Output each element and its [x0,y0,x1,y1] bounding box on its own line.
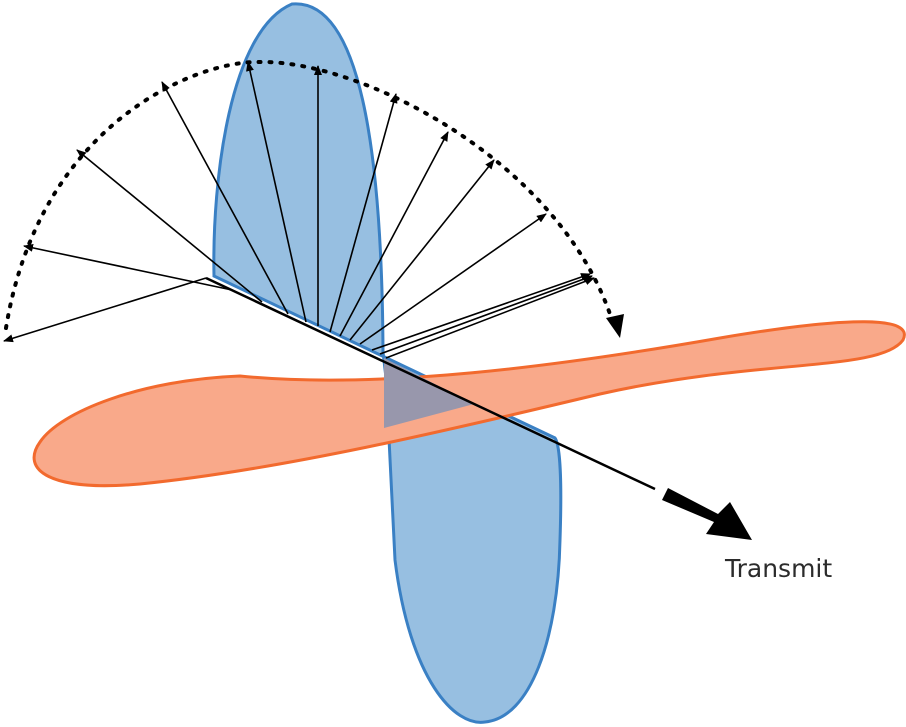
polarization-vector [246,61,307,323]
polarization-vector [379,275,593,355]
polarization-vector [339,131,449,337]
propagation-axis [205,276,656,491]
rotation-arc [4,59,614,330]
plane-overlap-region [384,358,474,428]
polarization-vectors [3,61,595,359]
transmit-label: Transmit [724,554,832,583]
polarization-vector [349,159,495,341]
polarization-vector [329,93,398,333]
polarization-vector [359,213,547,345]
polarization-vector [371,273,591,351]
rotation-arc-arrowhead [606,314,624,338]
polarization-vector [76,149,263,303]
polarization-vector [3,277,207,343]
polarization-vector [23,243,233,291]
polarization-vector [385,277,595,359]
transmit-direction-arrow [662,488,752,540]
polarization-vector [161,81,289,315]
